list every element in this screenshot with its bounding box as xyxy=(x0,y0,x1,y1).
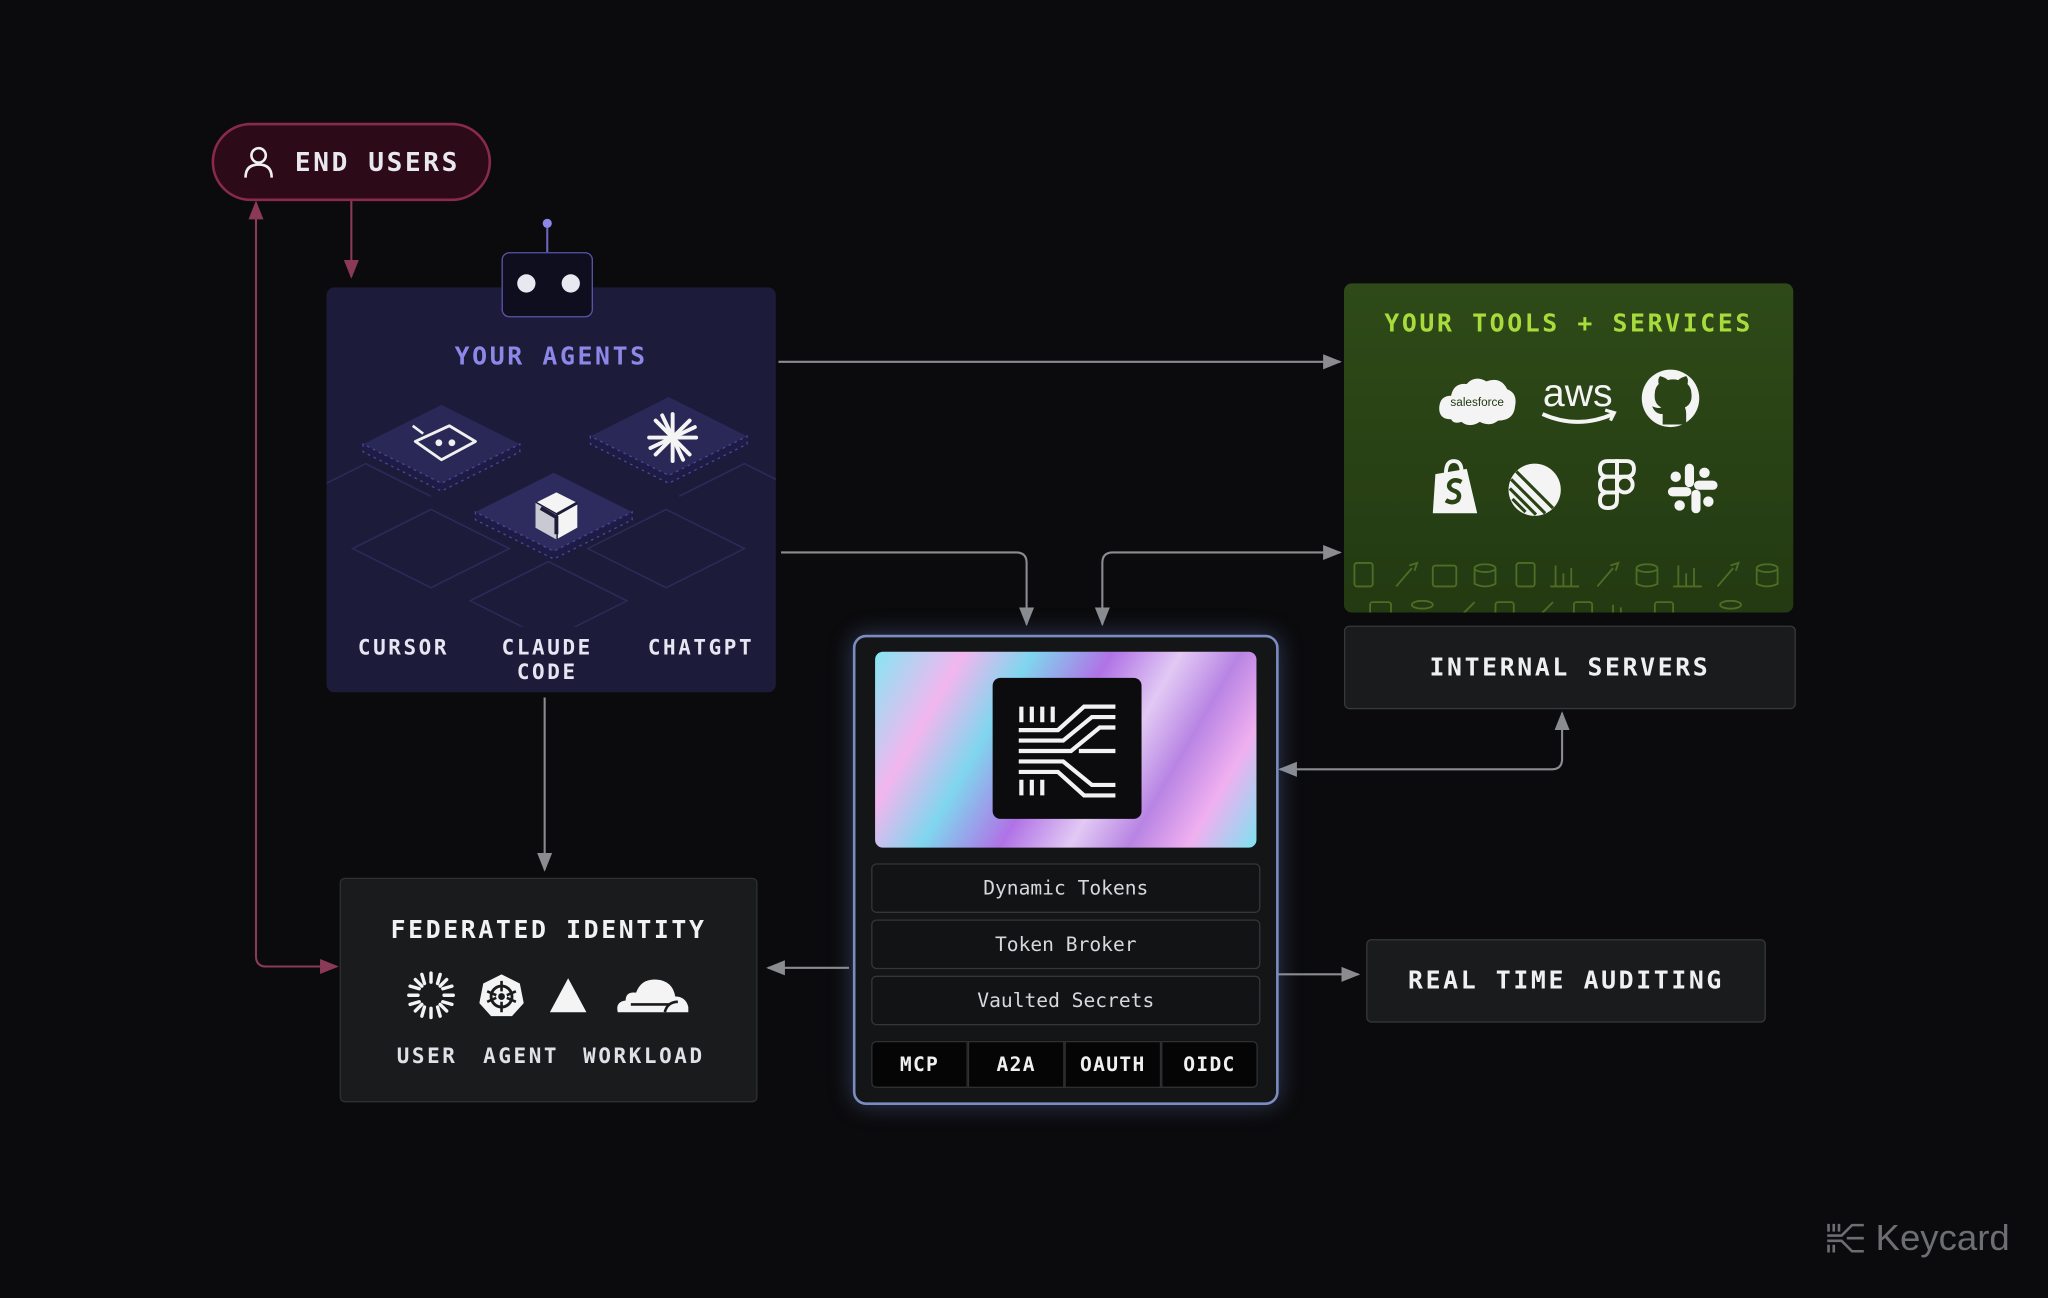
end-users-pill: END USERS xyxy=(211,122,492,202)
agents-title: YOUR AGENTS xyxy=(454,342,648,371)
federated-identity-panel: FEDERATED IDENTITY xyxy=(339,877,758,1103)
user-icon xyxy=(243,146,273,178)
identity-label-workload: WORKLOAD xyxy=(583,1043,705,1069)
protocol-mcp: MCP xyxy=(871,1040,968,1088)
identity-label-user: USER xyxy=(396,1043,458,1069)
brand-name: Keycard xyxy=(1875,1217,2010,1258)
agent-label-cursor: CURSOR xyxy=(357,634,450,660)
feature-token-broker: Token Broker xyxy=(871,919,1261,970)
agent-label-chatgpt: CHATGPT xyxy=(647,634,755,660)
aws-icon: aws xyxy=(1541,372,1617,424)
end-users-label: END USERS xyxy=(294,146,460,178)
protocol-oidc: OIDC xyxy=(1161,1040,1258,1088)
salesforce-icon: salesforce xyxy=(1439,378,1516,426)
shopify-icon xyxy=(1432,459,1478,514)
agents-panel: YOUR AGENTS CURSOR CLAUDE CODE CHATGPT xyxy=(326,287,776,693)
tools-title: YOUR TOOLS + SERVICES xyxy=(1384,309,1753,339)
linear-icon xyxy=(1508,463,1561,516)
triangle-icon xyxy=(549,978,587,1013)
figma-icon xyxy=(1598,459,1636,511)
arrow-fed-to-end-users xyxy=(248,200,339,975)
arrow-keycard-to-tools xyxy=(1094,544,1342,627)
github-icon xyxy=(1641,369,1700,428)
agent-label-claude-code: CLAUDE CODE xyxy=(501,634,593,685)
keycard-brand: Keycard xyxy=(1826,1217,2010,1259)
arrow-agents-to-keycard xyxy=(781,551,1035,627)
tools-pattern xyxy=(1353,561,1779,613)
chatgpt-icon xyxy=(534,492,579,540)
tools-services-panel: YOUR TOOLS + SERVICES salesforce aws xyxy=(1343,283,1794,613)
robot-head-icon xyxy=(501,252,593,318)
svg-text:salesforce: salesforce xyxy=(1450,396,1504,409)
feature-dynamic-tokens: Dynamic Tokens xyxy=(871,863,1261,913)
internal-servers-box: INTERNAL SERVERS xyxy=(1343,625,1796,710)
keycard-brand-icon xyxy=(1827,1223,1864,1253)
cursor-icon xyxy=(411,424,477,462)
keycard-holographic-panel xyxy=(875,651,1257,848)
federated-identity-title: FEDERATED IDENTITY xyxy=(390,915,707,945)
protocol-oauth: OAUTH xyxy=(1064,1040,1162,1088)
kubernetes-icon xyxy=(479,974,524,1017)
protocol-a2a: A2A xyxy=(967,1040,1065,1088)
slack-icon xyxy=(1667,463,1718,514)
keycard-logo-icon xyxy=(992,677,1142,819)
user-identity-icon xyxy=(407,971,455,1020)
protocol-row: MCP A2A OAUTH OIDC xyxy=(871,1040,1258,1088)
feature-vaulted-secrets: Vaulted Secrets xyxy=(871,975,1261,1026)
cloudflare-icon xyxy=(617,979,689,1013)
svg-text:aws: aws xyxy=(1543,372,1613,415)
real-time-auditing-label: REAL TIME AUDITING xyxy=(1408,966,1724,996)
arrow-keycard-to-internal xyxy=(1278,711,1570,777)
claude-icon xyxy=(647,412,699,464)
keycard-central-card: Dynamic Tokens Token Broker Vaulted Secr… xyxy=(852,634,1279,1105)
identity-label-agent: AGENT xyxy=(483,1043,560,1069)
internal-servers-label: INTERNAL SERVERS xyxy=(1429,653,1711,682)
real-time-auditing-box: REAL TIME AUDITING xyxy=(1366,939,1766,1023)
